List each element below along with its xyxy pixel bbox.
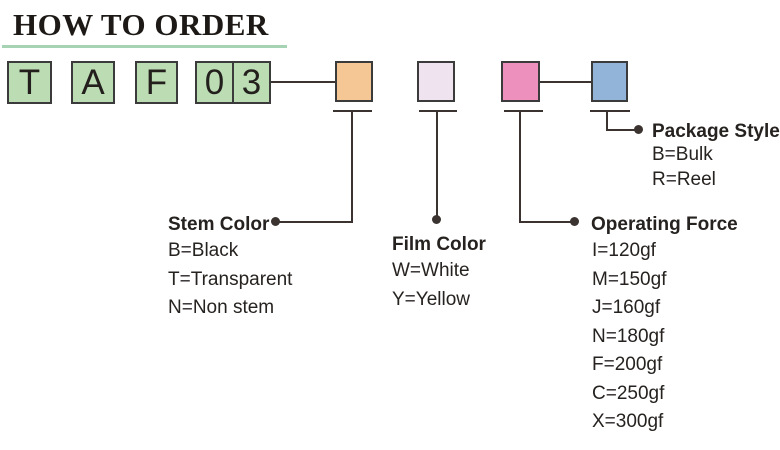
stem-color-title: Stem Color [168,214,270,235]
option-item: Y=Yellow [392,288,470,310]
code-box-series: T [7,61,52,104]
package-style-title: Package Style [652,121,780,142]
code-digit: 0 [197,63,234,102]
option-item: I=120gf [592,240,656,261]
code-letter: T [18,63,41,102]
option-item: T=Transparent [168,268,293,290]
option-item: C=250gf [592,382,665,404]
tbar-film [419,110,457,112]
stem-color-swatch [335,61,373,102]
operating-force-swatch [501,61,540,102]
page-title: HOW TO ORDER [13,7,269,42]
option-item: B=Bulk [652,144,713,165]
option-item: N=180gf [592,325,665,347]
film-color-options: W=White Y=Yellow [392,257,470,314]
film-color-title: Film Color [392,234,486,255]
option-item: N=Non stem [168,297,275,318]
film-color-swatch [417,61,455,102]
option-item: W=White [392,260,470,281]
stem-color-options: B=Black T=Transparent N=Non stem [168,237,292,323]
title-underline [2,45,287,48]
bullet-package [634,125,643,134]
tbar-package [590,110,630,112]
leader-stem [276,221,353,223]
leader-force [521,221,575,223]
dropline-package [606,110,608,131]
code-letter: F [145,63,168,102]
operating-force-title: Operating Force [591,214,738,235]
package-style-swatch [591,61,628,102]
package-style-options: B=Bulk R=Reel [652,142,716,192]
bullet-film [432,215,441,224]
option-item: B=Black [168,240,239,261]
bullet-stem [271,217,280,226]
code-box-type: A [71,61,115,104]
tbar-force [504,110,543,112]
code-box-size: 0 3 [195,61,271,104]
code-box-family: F [135,61,178,104]
connector-code-to-stem [271,81,335,83]
code-letter: A [81,63,105,102]
leader-package [608,129,639,131]
operating-force-options: I=120gf M=150gf J=160gf N=180gf F=200gf … [592,237,666,437]
connector-force-to-package [540,81,591,83]
bullet-force [570,217,579,226]
dropline-force [519,110,521,223]
option-item: J=160gf [592,297,661,318]
code-digit: 3 [241,63,262,102]
option-item: X=300gf [592,411,664,432]
option-item: R=Reel [652,169,716,190]
option-item: F=200gf [592,354,663,375]
dropline-film [436,110,438,218]
dropline-stem [351,110,353,223]
option-item: M=150gf [592,268,667,290]
